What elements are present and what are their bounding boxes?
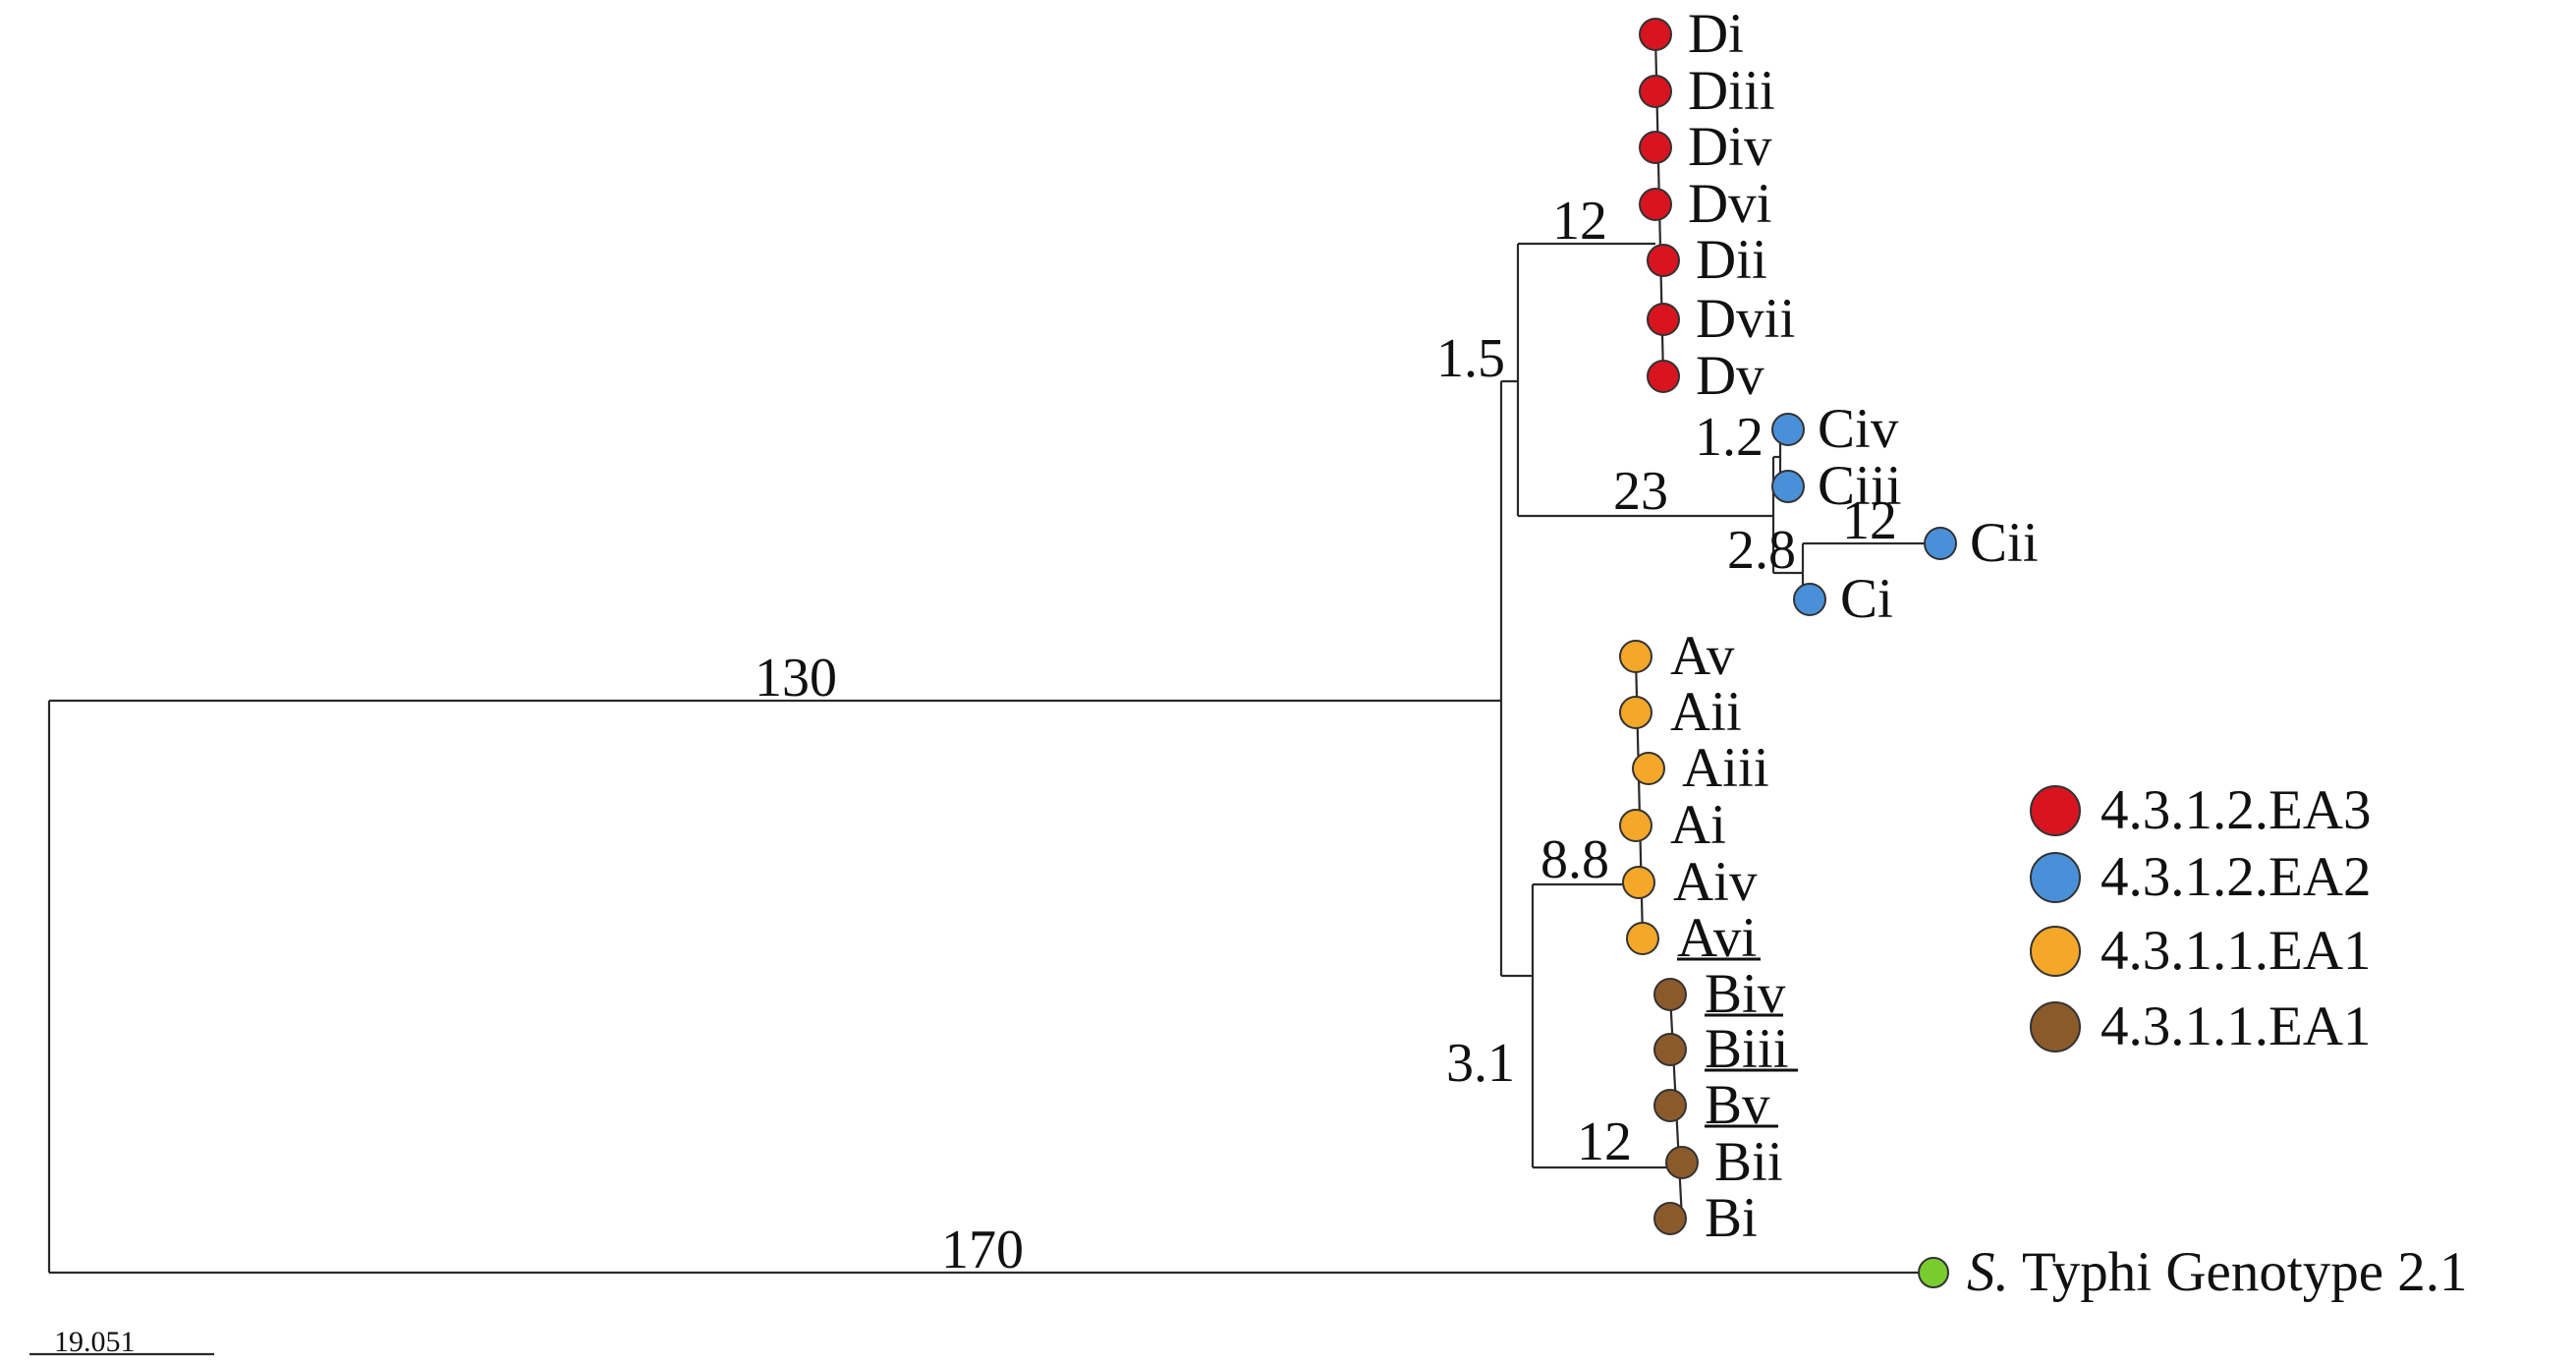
leaf-node-aiv <box>1622 866 1655 899</box>
leaf-label-diii: Diii <box>1688 60 1775 122</box>
leaf-label-outgroup: S. Typhi Genotype 2.1 <box>1967 1241 2468 1303</box>
clade-c: Civ Ciii Cii Ci <box>1771 398 2039 630</box>
leaf-node-biii <box>1653 1033 1687 1066</box>
leaf-node-ciii <box>1771 470 1805 503</box>
leaf-label-civ: Civ <box>1818 398 1899 460</box>
leaf-node-dii <box>1647 244 1680 277</box>
branch-label-outgroup-stem: 170 <box>941 1220 1024 1280</box>
leaf-label-ciii: Ciii <box>1818 455 1902 517</box>
branch-label-civ-ciii-node: 1.2 <box>1695 407 1764 468</box>
branch-label-ab-node: 3.1 <box>1446 1033 1515 1094</box>
outgroup: S. Typhi Genotype 2.1 <box>1918 1241 2468 1303</box>
leaf-label-aiv: Aiv <box>1673 851 1758 913</box>
outgroup-species-abbrev: S. <box>1967 1241 2009 1303</box>
leaf-node-av <box>1619 640 1652 673</box>
leaf-label-dvii: Dvii <box>1696 288 1795 350</box>
leaf-label-aiii: Aiii <box>1682 737 1769 799</box>
leaf-label-di: Di <box>1688 3 1744 65</box>
leaf-node-cii <box>1924 527 1957 560</box>
leaf-node-di <box>1639 18 1672 51</box>
leaf-label-dv: Dv <box>1696 345 1764 407</box>
legend-label-ea3: 4.3.1.2.EA3 <box>2100 779 2371 841</box>
outgroup-name-rest: Typhi Genotype 2.1 <box>2009 1241 2468 1303</box>
legend-label-ea2: 4.3.1.2.EA2 <box>2100 846 2371 908</box>
legend-swatch-ea1-brown <box>2030 1001 2081 1052</box>
leaf-node-avi <box>1626 922 1659 955</box>
leaf-node-bv <box>1653 1089 1687 1122</box>
branch-label-ingroup-stem: 130 <box>755 648 837 709</box>
branch-label-cii-branch: 12 <box>1842 490 1897 551</box>
leaf-node-civ <box>1771 413 1805 446</box>
leaf-node-bi <box>1653 1202 1687 1235</box>
leaf-label-av: Av <box>1670 625 1735 687</box>
leaf-label-dvi: Dvi <box>1688 173 1772 235</box>
leaf-label-ci: Ci <box>1840 568 1893 630</box>
scale-bar: 19.051 <box>29 1326 214 1358</box>
legend: 4.3.1.2.EA3 4.3.1.2.EA2 4.3.1.1.EA1 4.3.… <box>2030 779 2371 1057</box>
leaf-label-bii: Bii <box>1714 1131 1783 1193</box>
leaf-node-dv <box>1647 360 1680 393</box>
leaf-node-diii <box>1639 75 1672 108</box>
leaf-node-aii <box>1619 696 1652 729</box>
branch-label-d-stem: 12 <box>1552 191 1607 252</box>
leaf-label-cii: Cii <box>1970 512 2039 574</box>
leaf-label-ai: Ai <box>1670 794 1726 856</box>
scale-bar-label: 19.051 <box>54 1326 136 1358</box>
branch-label-dc-node: 1.5 <box>1436 328 1505 389</box>
leaf-node-ci <box>1793 583 1826 616</box>
legend-label-ea1-orange: 4.3.1.1.EA1 <box>2100 920 2371 982</box>
leaf-label-div: Div <box>1688 116 1772 178</box>
legend-swatch-ea1-orange <box>2030 926 2081 977</box>
leaf-node-ai <box>1619 809 1652 842</box>
leaf-label-bi: Bi <box>1705 1187 1758 1249</box>
legend-label-ea1-brown: 4.3.1.1.EA1 <box>2100 995 2371 1057</box>
legend-swatch-ea3 <box>2030 785 2081 836</box>
branch-label-b-stem: 12 <box>1577 1111 1632 1172</box>
branch-label-c-stem: 23 <box>1613 461 1668 522</box>
legend-swatch-ea2 <box>2030 852 2081 903</box>
leaf-node-aiii <box>1632 752 1665 785</box>
leaf-label-dii: Dii <box>1696 229 1767 291</box>
leaf-node-biv <box>1653 978 1687 1011</box>
leaf-node-bii <box>1665 1146 1699 1179</box>
branch-label-c-inner-node: 2.8 <box>1727 520 1796 581</box>
clade-d: Di Diii Div Dvi Dii Dvii Dv <box>1639 3 1795 407</box>
branch-labels: 130 170 12 1.5 23 1.2 2.8 12 8.8 3.1 12 <box>755 191 1897 1280</box>
leaf-label-aii: Aii <box>1670 681 1742 743</box>
branch-label-a-stem: 8.8 <box>1540 829 1609 890</box>
leaf-node-dvii <box>1647 303 1680 336</box>
leaf-node-dvi <box>1639 188 1672 221</box>
clade-a: Av Aii Aiii Ai Aiv Avi <box>1619 625 1769 969</box>
leaf-node-outgroup <box>1918 1257 1949 1288</box>
clade-b: Biv Biii Bv Bii Bi <box>1653 963 1798 1249</box>
leaf-node-div <box>1639 131 1672 164</box>
